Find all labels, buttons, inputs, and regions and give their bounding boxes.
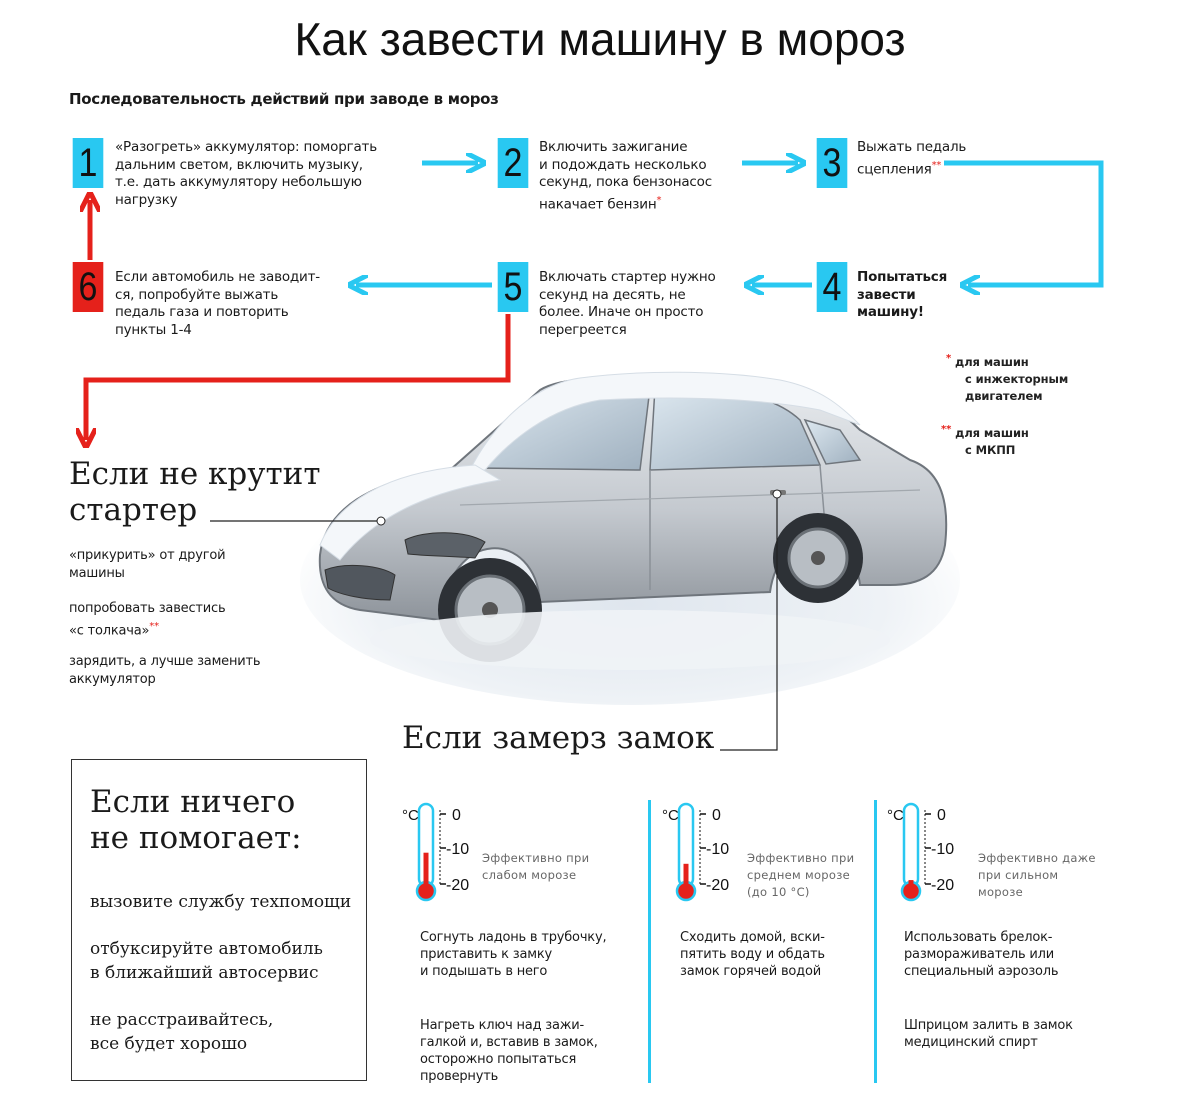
arrow-5-starter xyxy=(86,314,511,440)
step-2-number: 2 xyxy=(497,138,529,188)
thermometer-weak-frost: °C 0 -10 -20 xyxy=(402,802,469,902)
thermometer-mercury xyxy=(423,852,429,891)
note-manual: ** для машин с МКПП xyxy=(941,424,1029,457)
lock-heading: Если замерз замок xyxy=(402,720,715,756)
unit-label: °C xyxy=(662,807,679,824)
step-6-text: Если автомобиль не заводит-ся, попробуйт… xyxy=(115,269,320,338)
step-arrows xyxy=(0,0,1104,470)
thermometer-mercury xyxy=(683,863,689,891)
step-5-number: 5 xyxy=(497,262,529,312)
unit-label: °C xyxy=(887,807,904,824)
thermometer-mercury xyxy=(908,880,914,891)
thermometer-medium-frost: °C 0 -10 -20 xyxy=(662,802,729,902)
column-2-tip-1: Сходить домой, вски-пятить воду и обдать… xyxy=(680,930,825,979)
scale-tick-label: -10 xyxy=(931,841,954,858)
sequence-heading: Последовательность действий при заводе в… xyxy=(69,90,499,108)
starter-pointer xyxy=(210,516,386,526)
scale-tick-label: -10 xyxy=(706,841,729,858)
scale-tick-label: -20 xyxy=(446,877,469,894)
nothing-helps-box xyxy=(71,759,367,1081)
arrow-3-4 xyxy=(944,160,1104,285)
starter-tip-2: попробовать завестись«с толкача»** xyxy=(69,601,226,638)
column-divider-1 xyxy=(648,800,651,1083)
scale-tick-label: 0 xyxy=(452,807,461,824)
step-6-number: 6 xyxy=(72,262,104,312)
page-title: Как завести машину в мороз xyxy=(294,13,906,65)
step-4-number: 4 xyxy=(816,262,848,312)
unit-label: °C xyxy=(402,807,419,824)
step-1-number: 1 xyxy=(72,138,104,188)
thermometer-tube xyxy=(902,802,920,888)
scale-tick-label: -20 xyxy=(706,877,729,894)
scale-tick-label: 0 xyxy=(937,807,946,824)
car-illustration xyxy=(300,371,960,705)
lock-pointer xyxy=(720,489,782,751)
scale-tick-label: -20 xyxy=(931,877,954,894)
scale-tick-label: -10 xyxy=(446,841,469,858)
note-injector: * для машин с инжекторным двигателем xyxy=(946,353,1069,403)
step-3-number: 3 xyxy=(816,138,848,188)
nothing-item-1: вызовите службу техпомощи xyxy=(90,892,352,912)
nothing-item-3: не расстраивайтесь,все будет хорошо xyxy=(90,1010,274,1054)
column-divider-2 xyxy=(874,800,877,1083)
thermometer-severe-frost: °C 0 -10 -20 xyxy=(887,802,954,902)
column-1-tip-2: Нагреть ключ над зажи-галкой и, вставив … xyxy=(420,1018,598,1084)
scale-tick-label: 0 xyxy=(712,807,721,824)
column-1-tip-1: Согнуть ладонь в трубочку,приставить к з… xyxy=(420,930,607,979)
